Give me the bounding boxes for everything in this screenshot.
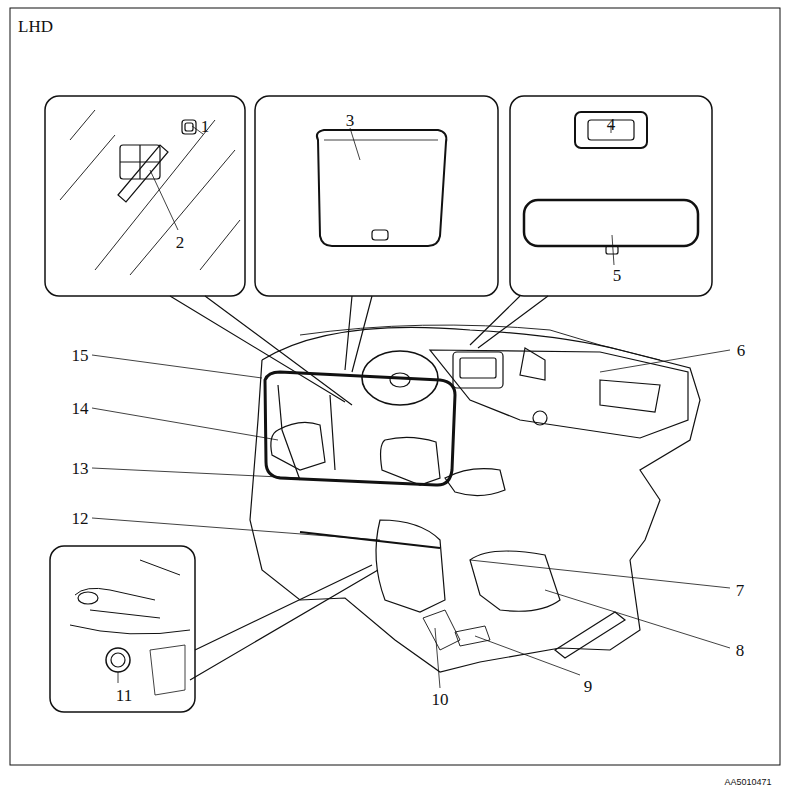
anchor [455, 626, 490, 646]
steering-hub [390, 373, 410, 387]
leader-line [475, 636, 580, 675]
parking-brake [78, 592, 98, 604]
inset-frame [45, 96, 245, 296]
rear-seat-back [376, 520, 445, 612]
view-label: LHD [18, 18, 53, 35]
leader-line [470, 560, 730, 588]
leader-line [435, 628, 440, 688]
console-cupholder [445, 469, 505, 496]
callout-number: 1 [201, 118, 210, 135]
leader-line [600, 350, 730, 372]
windshield-edge [300, 325, 660, 360]
leader-line [92, 355, 262, 378]
body-outline [262, 327, 700, 560]
glove-box [600, 380, 660, 412]
frame [10, 8, 780, 765]
inset-pointer [190, 565, 378, 680]
inset-frame [50, 546, 195, 712]
dashboard [430, 350, 688, 438]
rear-seat-cushion [470, 551, 560, 611]
switch-button [106, 648, 130, 672]
inset-pointer [345, 296, 372, 372]
lock-switch [185, 123, 193, 131]
leader-line [118, 672, 119, 683]
callout-number: 7 [736, 582, 745, 599]
leader-line [92, 468, 300, 478]
window-switch [120, 145, 160, 179]
callout-number: 2 [176, 234, 185, 251]
leader-line [150, 170, 178, 230]
anchor [423, 610, 460, 650]
console-panel [150, 645, 185, 695]
window-switch [120, 145, 160, 179]
leader-line [350, 128, 360, 160]
parking-brake [70, 560, 190, 634]
side-step [555, 612, 625, 658]
leader-line [92, 518, 380, 540]
lamp-switch [372, 230, 388, 240]
leader-line [545, 590, 730, 648]
passenger-seat [381, 437, 440, 485]
callout-number: 11 [116, 687, 132, 704]
callout-number: 13 [72, 460, 89, 477]
inset-frame [255, 96, 498, 296]
inset-pointer [470, 296, 548, 348]
vent [520, 348, 545, 380]
callout-number: 14 [72, 400, 89, 417]
door-frame-outline [265, 372, 455, 485]
door-trim [60, 110, 240, 275]
map-lamp [575, 112, 647, 148]
center-panel [453, 352, 503, 388]
inset-pointer [170, 296, 352, 405]
rear-view-mirror [524, 200, 698, 246]
callout-number: 15 [72, 347, 89, 364]
knob [533, 411, 547, 425]
leader-line [92, 408, 278, 440]
display [460, 358, 496, 378]
door-panel [278, 385, 335, 480]
room-lamp [324, 140, 438, 141]
room-lamp [317, 130, 446, 246]
floor-outline [250, 360, 640, 672]
callout-number: 4 [607, 116, 616, 133]
callout-number: 6 [737, 342, 746, 359]
callout-number: 9 [584, 678, 593, 695]
callout-number: 10 [432, 691, 449, 708]
inset-frame [510, 96, 712, 296]
callout-number: 5 [613, 267, 622, 284]
callout-number: 3 [346, 112, 355, 129]
callout-number: 12 [72, 510, 89, 527]
figure-code: AA5010471 [724, 778, 771, 787]
callout-number: 8 [736, 642, 745, 659]
switch-button [111, 653, 125, 667]
window-switch-panel [118, 145, 168, 202]
leader-line [612, 235, 614, 265]
driver-seat [271, 422, 325, 470]
mirror-tab [606, 246, 618, 254]
trim-strip [300, 532, 440, 548]
